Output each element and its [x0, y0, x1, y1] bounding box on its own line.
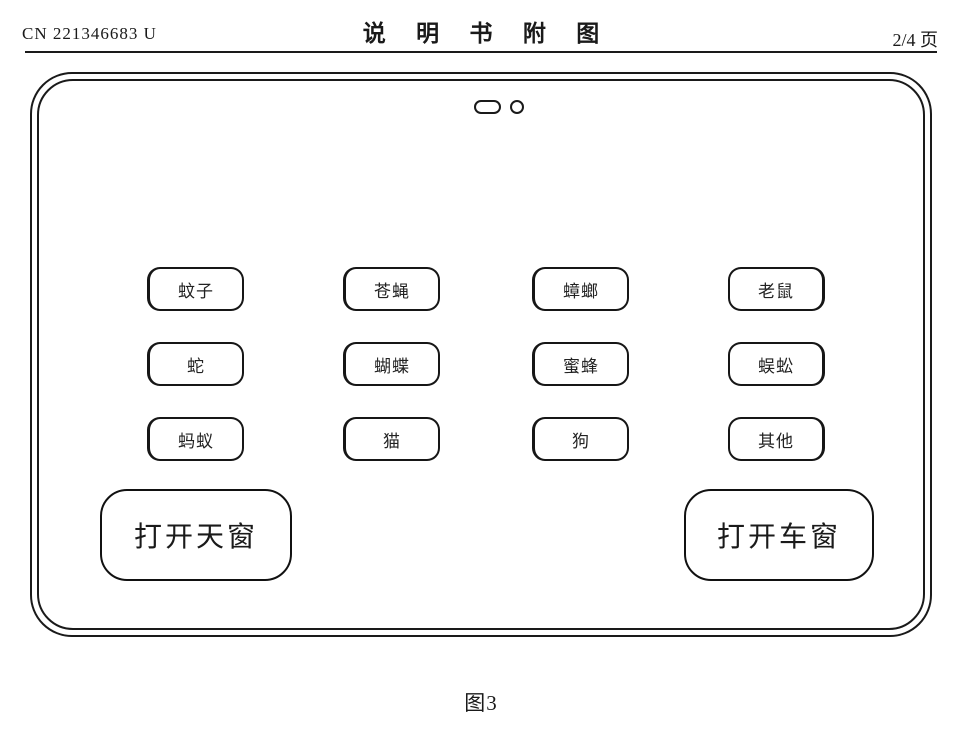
- key-rat: 老鼠: [728, 267, 825, 311]
- figure-caption: 图3: [464, 691, 498, 715]
- key-cockroach: 蟑螂: [532, 267, 629, 311]
- tablet-inner-frame: [37, 79, 925, 630]
- key-ant: 蚂蚁: [147, 417, 244, 461]
- camera-icon: [510, 100, 524, 114]
- key-fly: 苍蝇: [343, 267, 440, 311]
- key-snake: 蛇: [147, 342, 244, 386]
- key-cat: 猫: [343, 417, 440, 461]
- speaker-slot-icon: [474, 100, 501, 114]
- key-open-sunroof: 打开天窗: [100, 489, 292, 581]
- page-indicator: 2/4 页: [892, 30, 938, 50]
- key-dog: 狗: [532, 417, 629, 461]
- key-mosquito: 蚊子: [147, 267, 244, 311]
- key-open-car-window: 打开车窗: [684, 489, 874, 581]
- header-divider: [25, 51, 937, 53]
- key-bee: 蜜蜂: [532, 342, 629, 386]
- patent-number: CN 221346683 U: [22, 24, 157, 43]
- key-other: 其他: [728, 417, 825, 461]
- page-title: 说 明 书 附 图: [362, 20, 600, 46]
- key-butterfly: 蝴蝶: [343, 342, 440, 386]
- tablet-device-drawing: 蚊子 苍蝇 蟑螂 老鼠 蛇 蝴蝶 蜜蜂 蜈蚣 蚂蚁 猫 狗 其他 打开天窗 打开…: [30, 72, 932, 637]
- key-centipede: 蜈蚣: [728, 342, 825, 386]
